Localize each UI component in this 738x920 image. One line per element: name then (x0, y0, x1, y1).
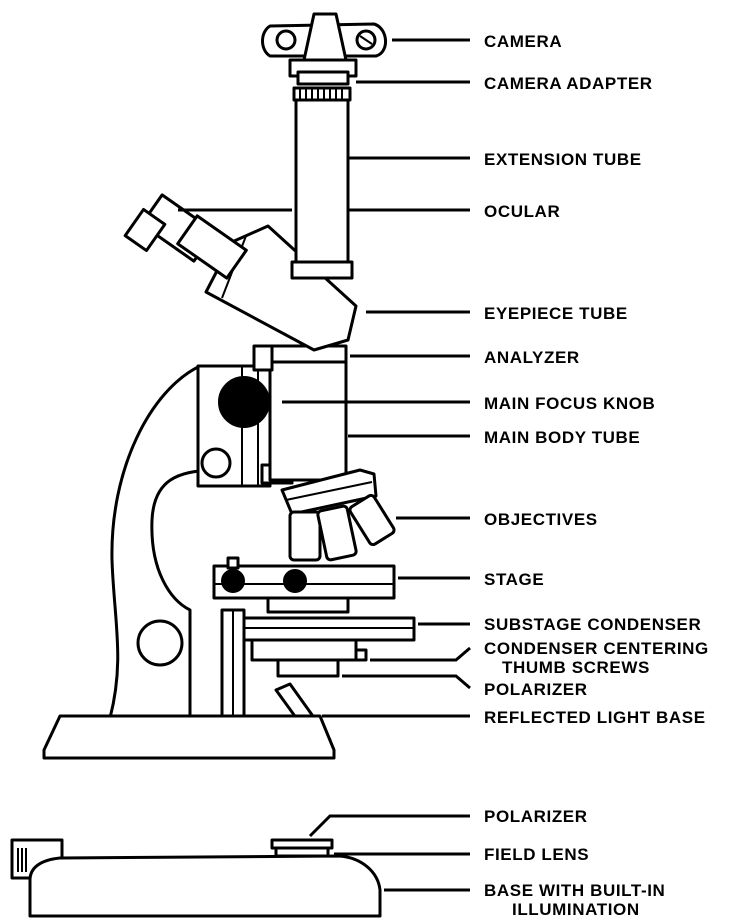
extension-tube (296, 96, 348, 268)
microscope-illustration (44, 14, 414, 758)
reflected-light-base (44, 716, 334, 758)
stage-knob-right (284, 570, 306, 592)
main-body-tube (270, 360, 346, 480)
main-focus-knob-shape (219, 377, 269, 427)
ocular-shape (125, 195, 246, 278)
label-polarizer-lower: POLARIZER (484, 807, 588, 826)
label-extension-tube: EXTENSION TUBE (484, 150, 642, 169)
label-camera-adapter: CAMERA ADAPTER (484, 74, 653, 93)
callout-labels: CAMERA CAMERA ADAPTER EXTENSION TUBE OCU… (484, 32, 709, 919)
label-ocular: OCULAR (484, 202, 560, 221)
label-substage-condenser: SUBSTAGE CONDENSER (484, 615, 701, 634)
stage-knob-left (222, 570, 244, 592)
label-main-body-tube: MAIN BODY TUBE (484, 428, 640, 447)
label-condenser-centering-1: CONDENSER CENTERING (484, 639, 709, 658)
label-main-focus-knob: MAIN FOCUS KNOB (484, 394, 655, 413)
polarizer-lower-shape (272, 840, 332, 848)
illumination-base (30, 856, 380, 916)
label-base-illumination-1: BASE WITH BUILT-IN (484, 881, 665, 900)
label-eyepiece-tube: EYEPIECE TUBE (484, 304, 628, 323)
arm-knob (138, 621, 182, 665)
label-field-lens: FIELD LENS (484, 845, 589, 864)
label-stage: STAGE (484, 570, 544, 589)
camera-dial-left (277, 31, 295, 49)
label-condenser-centering-2: THUMB SCREWS (502, 658, 650, 677)
label-reflected-light-base: REFLECTED LIGHT BASE (484, 708, 706, 727)
label-camera: CAMERA (484, 32, 562, 51)
polarizer-upper-shape (278, 660, 338, 676)
label-analyzer: ANALYZER (484, 348, 580, 367)
substage-condenser (268, 598, 348, 612)
label-base-illumination-2: ILLUMINATION (512, 900, 640, 919)
thumb-screw (356, 650, 366, 660)
label-objectives: OBJECTIVES (484, 510, 598, 529)
label-polarizer-upper: POLARIZER (484, 680, 588, 699)
illumination-base-illustration (12, 840, 380, 916)
fine-focus-knob (202, 449, 230, 477)
